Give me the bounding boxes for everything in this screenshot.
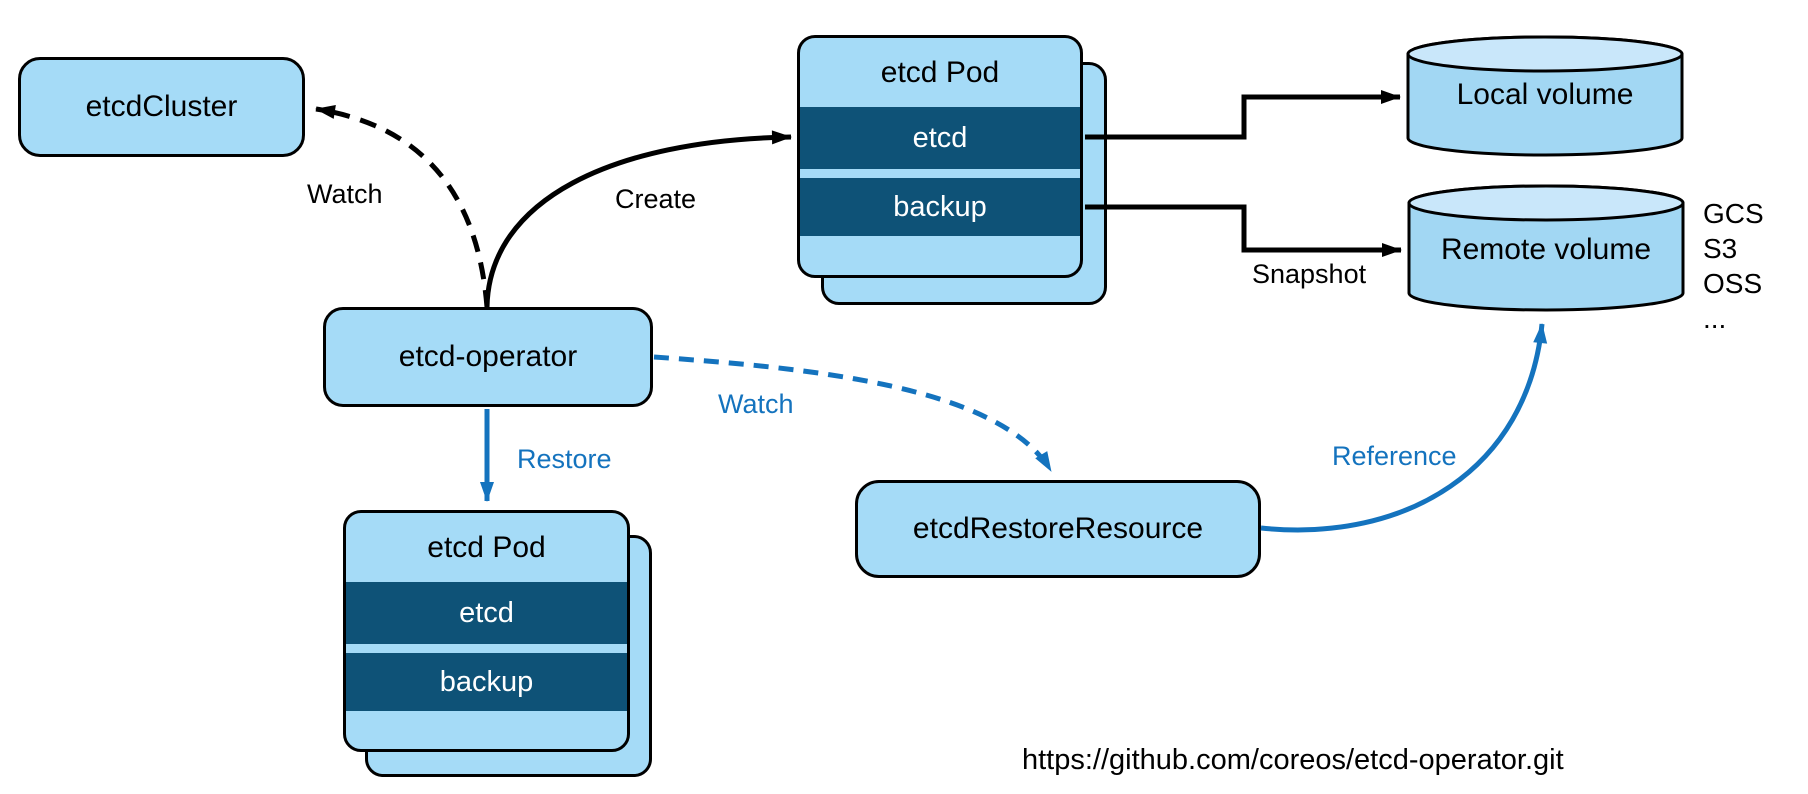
backend-oss: OSS (1703, 268, 1763, 299)
backup-container: backup (346, 653, 627, 711)
source-url: https://github.com/coreos/etcd-operator.… (1022, 744, 1564, 776)
node-etcd-operator: etcd-operator (323, 307, 653, 407)
pod-bottom-spacer (800, 236, 1080, 275)
etcd-container: etcd (800, 107, 1080, 169)
node-etcd-restore-resource-label: etcdRestoreResource (912, 512, 1204, 545)
node-etcd-pod-top: etcd Pod etcd backup (797, 35, 1107, 305)
watch-restore-edge-label: Watch (718, 389, 794, 419)
pod-band-divider (346, 644, 627, 653)
etcd-pod-top-box: etcd Pod etcd backup (797, 35, 1083, 278)
pod-bottom-spacer (346, 711, 627, 749)
backup-container: backup (800, 178, 1080, 236)
node-etcd-pod-bottom: etcd Pod etcd backup (343, 510, 652, 777)
reference-arrow (1260, 323, 1548, 533)
node-etcd-operator-label: etcd-operator (398, 340, 578, 373)
watch-cluster-edge-label: Watch (307, 179, 383, 209)
snapshot-edge-label: Snapshot (1252, 259, 1367, 289)
remote-backends-list: GCS S3 OSS ... (1703, 196, 1764, 336)
backend-gcs: GCS (1703, 198, 1764, 229)
snapshot-arrow (1085, 204, 1402, 257)
node-etcd-cluster-label: etcdCluster (85, 90, 238, 123)
etcd-to-local-volume-arrow (1085, 90, 1401, 140)
node-etcd-restore-resource: etcdRestoreResource (855, 480, 1261, 578)
watch-restore-arrow (653, 354, 1054, 473)
restore-edge-label: Restore (517, 444, 612, 474)
etcd-pod-bottom-title: etcd Pod (427, 530, 546, 564)
remote-volume-label: Remote volume (1440, 233, 1652, 266)
create-edge-label: Create (615, 184, 697, 214)
pod-band-divider (800, 169, 1080, 178)
node-etcd-cluster: etcdCluster (18, 57, 305, 157)
backend-more: ... (1703, 303, 1727, 334)
etcd-pod-bottom-box: etcd Pod etcd backup (343, 510, 630, 752)
create-arrow (484, 130, 792, 308)
local-volume-label: Local volume (1456, 78, 1634, 111)
etcd-container: etcd (346, 582, 627, 644)
backend-s3: S3 (1703, 233, 1738, 264)
reference-edge-label: Reference (1332, 441, 1457, 471)
etcd-pod-top-title: etcd Pod (880, 55, 1000, 89)
